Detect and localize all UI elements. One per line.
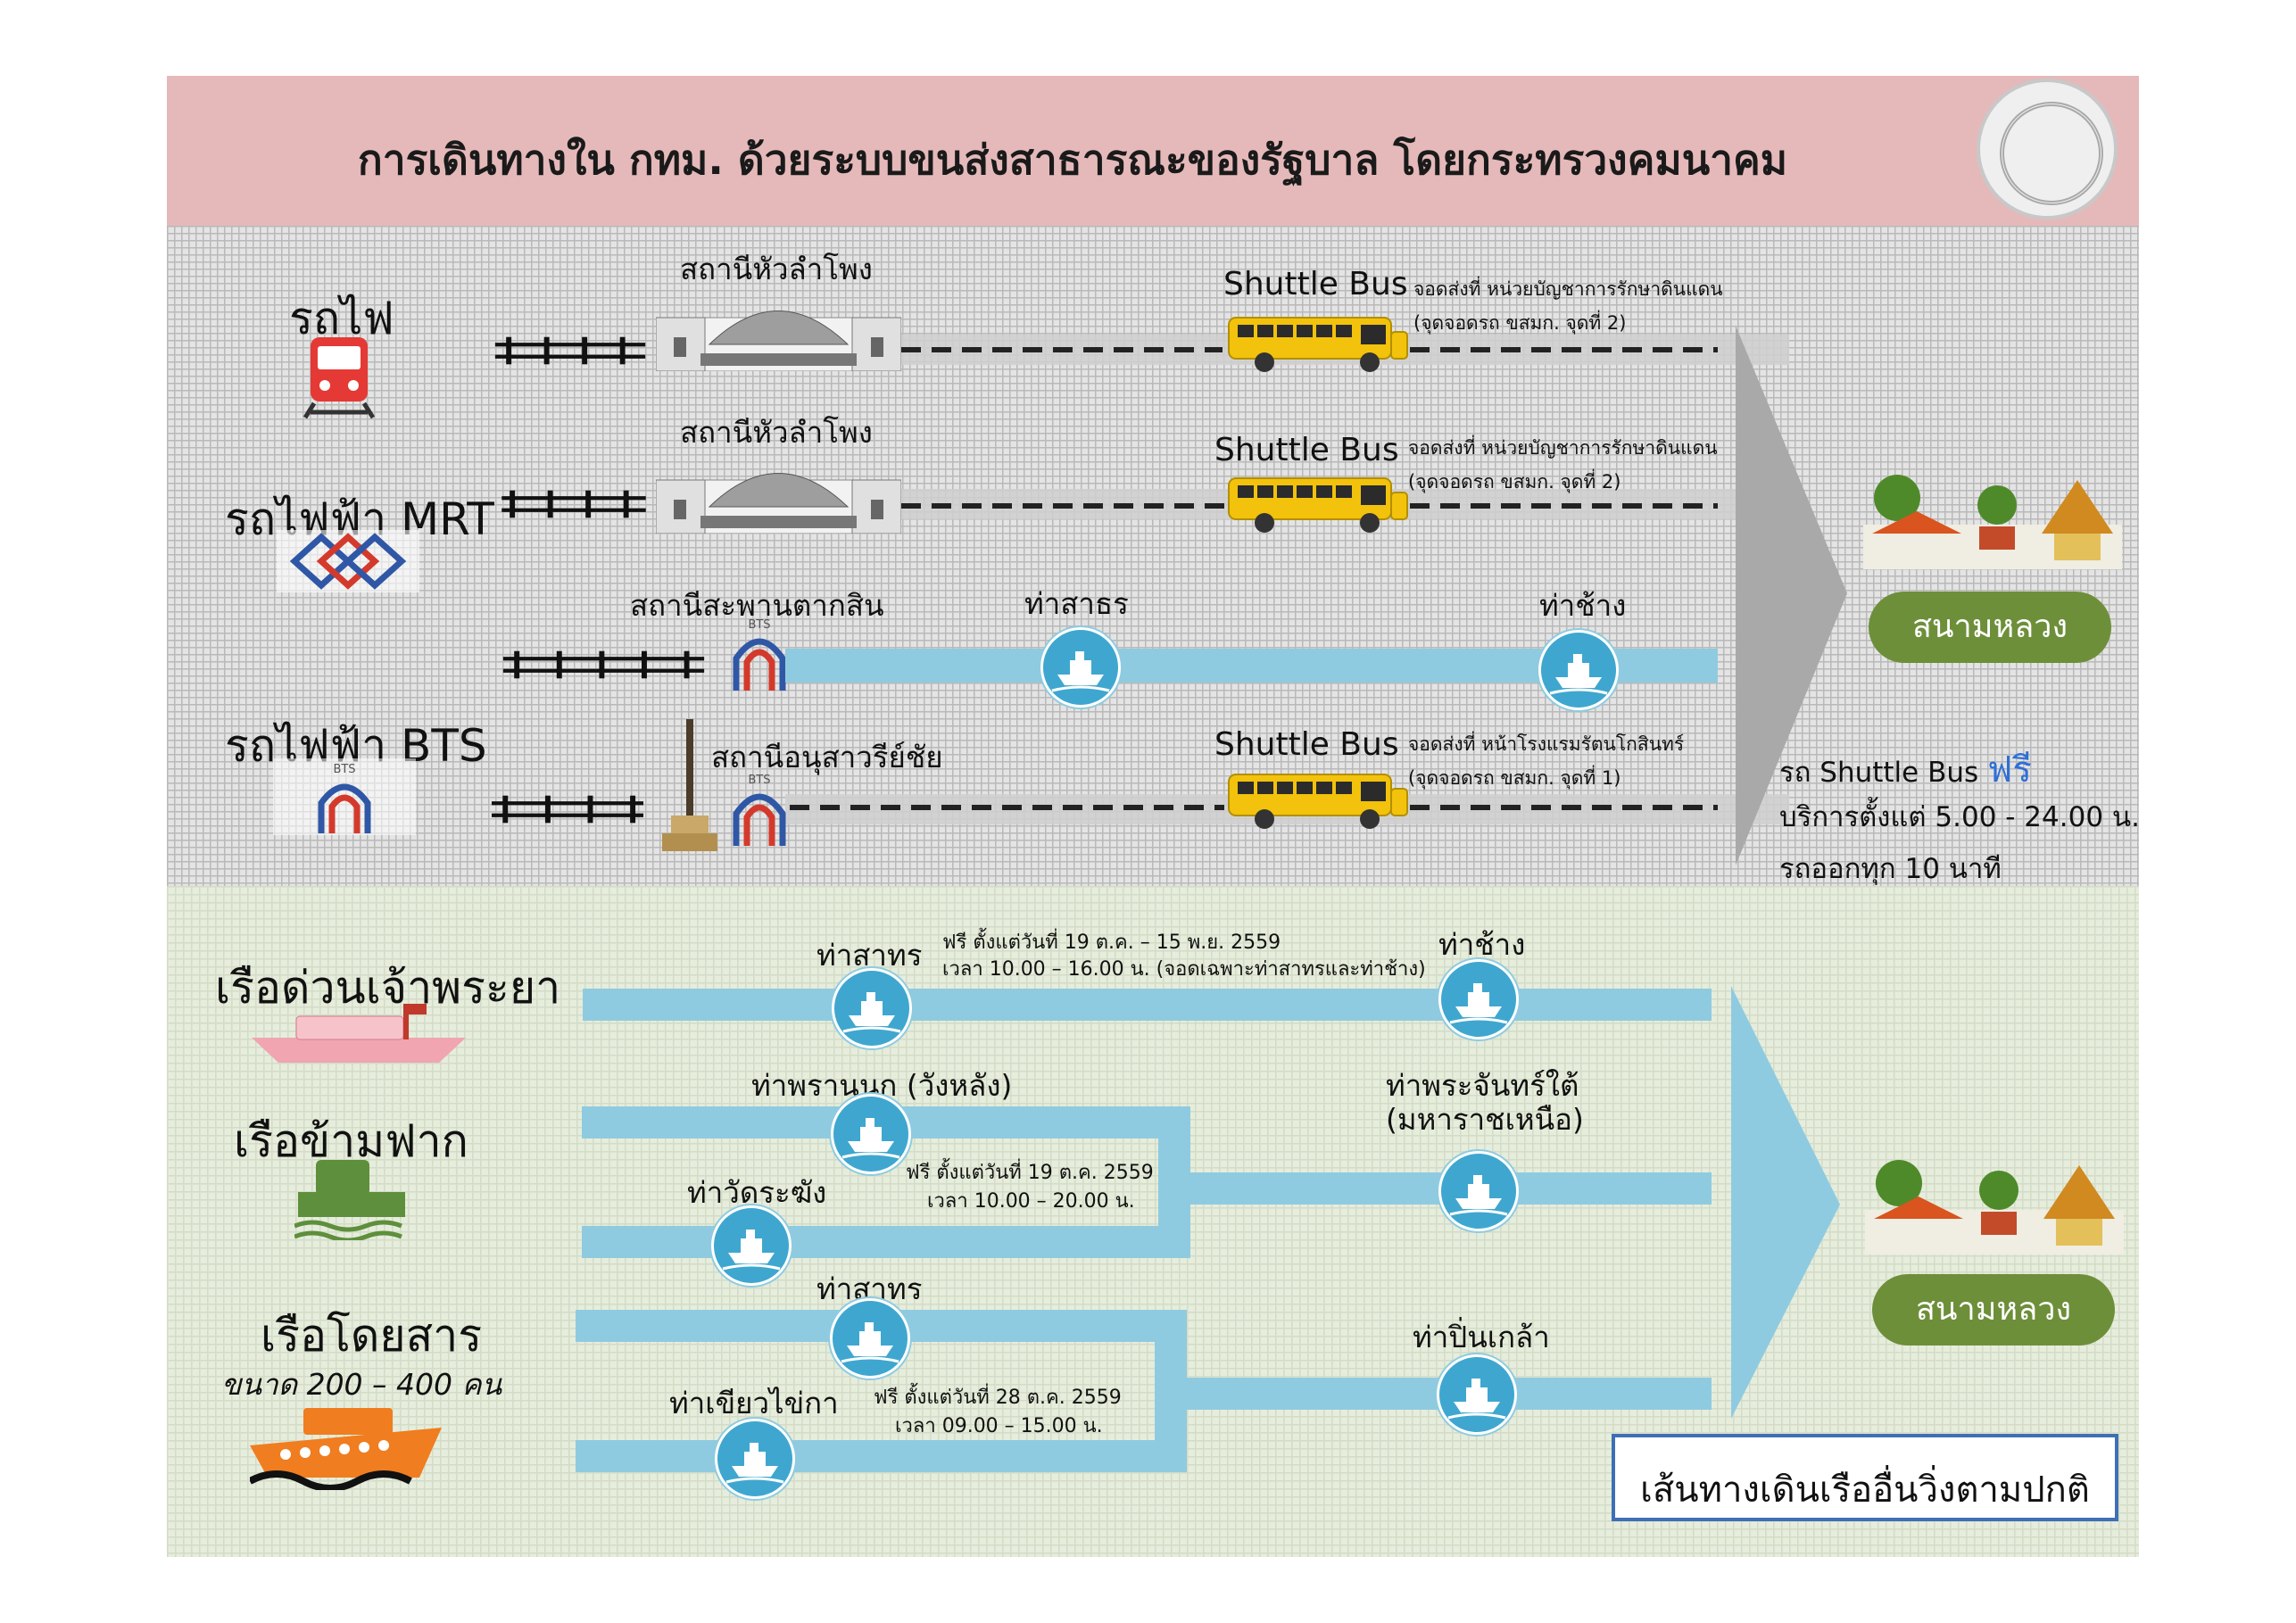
river-route	[583, 989, 1712, 1021]
pier-label: ท่าพระจันทร์ใต้	[1386, 1068, 1579, 1103]
shuttle-info-line2: บริการตั้งแต่ 5.00 - 24.00 น.	[1779, 801, 2140, 833]
dropoff-text: จอดส่งที่ หน้าโรงแรมรัตนโกสินทร์	[1408, 733, 1685, 755]
service-note: เวลา 10.00 – 20.00 น.	[927, 1190, 1135, 1213]
pier-label: (มหาราชเหนือ)	[1386, 1102, 1584, 1137]
dropoff-note: (จุดจอดรถ ขสมก. จุดที่ 1)	[1408, 767, 1621, 789]
bts-logo-icon: BTS	[733, 774, 786, 846]
pier-label: ท่าช้าง	[1438, 927, 1526, 962]
express-boat-icon	[252, 1004, 466, 1063]
pier-boat-icon	[1438, 959, 1519, 1039]
pier-boat-icon	[715, 1419, 795, 1499]
service-note: ฟรี ตั้งแต่วันที่ 19 ต.ค. 2559	[906, 1162, 1154, 1184]
dashed-route	[1410, 503, 1718, 509]
mrt-logo-icon	[277, 530, 419, 592]
train-icon	[303, 337, 375, 419]
pier-label: ท่าสาทร	[816, 938, 923, 973]
service-note: เวลา 09.00 – 15.00 น.	[895, 1415, 1103, 1437]
rail-track	[502, 650, 705, 679]
pier-boat-icon	[830, 1298, 910, 1379]
dropoff-text: จอดส่งที่ หน่วยบัญชาการรักษาดินแดน	[1408, 437, 1718, 459]
header-banner: การเดินทางใน กทม. ด้วยระบบขนส่งสาธารณะขอ…	[167, 76, 2139, 226]
bts-logo-icon: BTS	[733, 618, 786, 691]
river-route	[1155, 1310, 1187, 1472]
bus-label: Shuttle Bus	[1214, 726, 1399, 763]
pier-boat-icon	[832, 968, 912, 1048]
pier-boat-icon	[831, 1094, 911, 1174]
ferry-boat-icon	[294, 1160, 405, 1240]
pier-boat-icon	[1437, 1354, 1517, 1435]
bus-icon	[1228, 477, 1408, 533]
pier-label: ท่าเขียวไข่กา	[669, 1386, 839, 1420]
temple-icon	[1865, 1160, 2124, 1255]
free-text: ฟรี	[1987, 749, 2032, 791]
bts-logo-icon: BTS	[273, 758, 416, 835]
dashed-route	[1410, 805, 1718, 810]
shuttle-info-line3: รถออกทุก 10 นาที	[1779, 853, 2002, 885]
bus-icon	[1228, 317, 1408, 372]
destination-sanam-luang: สนามหลวง	[1869, 592, 2111, 663]
dropoff-note: (จุดจอดรถ ขสมก. จุดที่ 2)	[1408, 471, 1621, 493]
service-note: ฟรี ตั้งแต่วันที่ 28 ต.ค. 2559	[874, 1387, 1122, 1409]
rail-track	[492, 795, 643, 824]
station-building-icon	[656, 473, 901, 534]
dropoff-text: จอดส่งที่ หน่วยบัญชาการรักษาดินแดน	[1413, 278, 1723, 300]
mode-label-passenger-boat: เรือโดยสาร	[261, 1310, 483, 1362]
pier-boat-icon	[1438, 1151, 1519, 1231]
station-building-icon	[656, 311, 901, 371]
bus-label: Shuttle Bus	[1223, 266, 1408, 302]
svg-text:BTS: BTS	[748, 618, 770, 632]
pier-label: ท่าสาธร	[1024, 586, 1129, 621]
destination-sanam-luang: สนามหลวง	[1872, 1274, 2115, 1346]
other-routes-notice: เส้นทางเดินเรืออื่นวิ่งตามปกติ	[1612, 1434, 2118, 1521]
other-routes-text: เส้นทางเดินเรืออื่นวิ่งตามปกติ	[1640, 1470, 2090, 1511]
pier-boat-icon	[1538, 630, 1619, 710]
service-note: เวลา 10.00 – 16.00 น. (จอดเฉพาะท่าสาทรแล…	[942, 958, 1426, 981]
pier-label: ท่าวัดระฆัง	[687, 1175, 827, 1210]
svg-text:BTS: BTS	[333, 763, 355, 776]
seal-icon	[1977, 79, 2118, 219]
bus-icon	[1228, 774, 1408, 829]
river-route	[576, 1440, 1187, 1472]
station-label: สถานีหัวลำโพง	[680, 415, 873, 450]
dashed-route	[901, 347, 1223, 352]
dropoff-note: (จุดจอดรถ ขสมก. จุดที่ 2)	[1413, 312, 1627, 334]
dashed-route	[1410, 347, 1718, 352]
passenger-boat-icon	[250, 1408, 442, 1490]
rail-track	[494, 336, 646, 365]
dashed-route	[790, 805, 1224, 810]
pier-label: ท่าช้าง	[1539, 588, 1627, 623]
station-label: สถานีอนุสาวรีย์ชัย	[711, 740, 943, 774]
direction-arrow-icon	[1736, 326, 1847, 865]
pier-boat-icon	[711, 1205, 792, 1286]
service-note: ฟรี ตั้งแต่วันที่ 19 ต.ค. – 15 พ.ย. 2559	[942, 932, 1281, 954]
page-title: การเดินทางใน กทม. ด้วยระบบขนส่งสาธารณะขอ…	[357, 136, 1788, 184]
dashed-route	[901, 503, 1224, 509]
shuttle-info-line1: รถ Shuttle Bus ฟรี	[1779, 749, 2032, 791]
mode-label-train: รถไฟ	[289, 293, 394, 344]
temple-icon	[1863, 475, 2122, 569]
mode-label-ferry: เรือข้ามฟาก	[234, 1115, 468, 1167]
river-route	[582, 1226, 1190, 1258]
pier-boat-icon	[1040, 627, 1121, 708]
station-label: สถานีสะพานตากสิน	[630, 588, 884, 623]
mode-label-express-boat: เรือด่วนเจ้าพระยา	[215, 962, 561, 1014]
bus-label: Shuttle Bus	[1214, 432, 1399, 468]
river-route	[1158, 1106, 1190, 1258]
rail-track	[501, 490, 646, 518]
pier-label: ท่าปิ่นเกล้า	[1413, 1320, 1550, 1354]
direction-arrow-icon	[1731, 986, 1840, 1419]
svg-text:BTS: BTS	[748, 774, 770, 787]
monument-icon	[662, 719, 717, 851]
boat-capacity: ขนาด 200 – 400 คน	[221, 1367, 502, 1402]
station-label: สถานีหัวลำโพง	[680, 252, 873, 286]
